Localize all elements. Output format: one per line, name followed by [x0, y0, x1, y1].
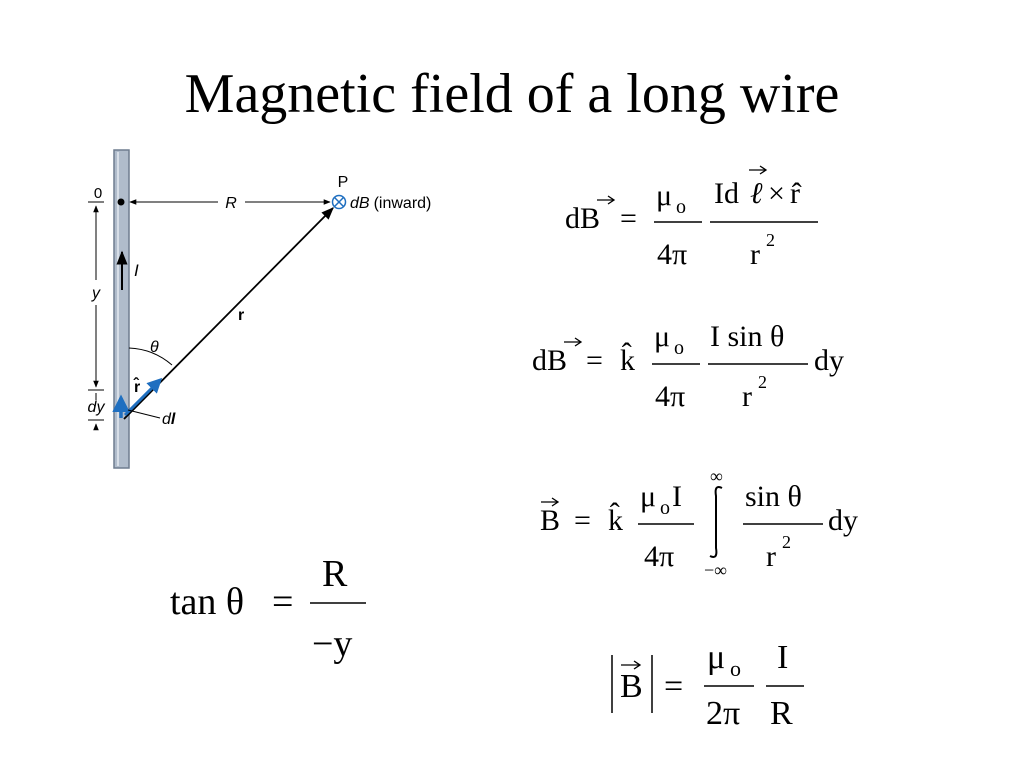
- eq5-equals: =: [664, 668, 683, 705]
- eq1-rhat: r̂: [790, 177, 802, 210]
- equation-4: tan θ = R −y: [170, 553, 366, 665]
- eq2-4pi: 4π: [655, 380, 685, 413]
- eq5-num-I: I: [777, 639, 788, 676]
- dl-label: dl: [162, 411, 176, 428]
- theta-arc: [128, 347, 173, 366]
- wire: [113, 149, 130, 469]
- eq3-dy: dy: [828, 504, 858, 537]
- eq3-den-sup: 2: [782, 532, 791, 552]
- eq1-ell-arrow: [749, 165, 768, 175]
- eq5-mu-sub: o: [730, 656, 741, 681]
- eq3-num: sin θ: [745, 480, 802, 513]
- eq1-den-r: r: [750, 238, 760, 271]
- eq5-B: B: [620, 668, 643, 705]
- eq1-cross: ×: [768, 177, 785, 210]
- eq2-den-r: r: [742, 380, 752, 413]
- dB-inward-label: dB(inward): [350, 195, 431, 212]
- eq4-den: −y: [312, 623, 352, 665]
- eq3-vector-arrow: [541, 497, 560, 507]
- eq1-equals: =: [620, 202, 637, 235]
- eq1-ell: ℓ: [750, 177, 763, 210]
- current-I-label: I: [134, 261, 139, 280]
- eq3-upper-limit: ∞: [710, 466, 723, 486]
- eq1-4pi: 4π: [657, 238, 687, 271]
- eq3-mu: μ: [640, 480, 656, 513]
- eq5-vector-arrow: [621, 660, 642, 670]
- eq2-vector-arrow: [564, 337, 583, 347]
- theta-label: θ: [150, 339, 159, 356]
- eq2-num: I sin θ: [710, 320, 784, 353]
- dy-label: dy: [88, 399, 106, 416]
- R-label: R: [225, 195, 237, 212]
- eq3-equals: =: [574, 504, 591, 537]
- eq2-mu-sub: o: [674, 337, 684, 359]
- r-vector: [123, 207, 334, 420]
- equation-2: dB = k̂ μ o 4π I sin θ r 2 dy: [532, 320, 844, 413]
- eq2-equals: =: [586, 344, 603, 377]
- eq5-2pi: 2π: [706, 695, 740, 732]
- equation-5: B = μ o 2π I R: [611, 639, 804, 732]
- eq1-lhs: dB: [565, 202, 600, 235]
- equation-1: dB = μ o 4π Id ℓ × r̂ r 2: [565, 165, 818, 271]
- wire-diagram: 0 R P dB(inward) y dy I r θ: [88, 149, 431, 469]
- origin-label: 0: [94, 185, 102, 202]
- eq2-lhs: dB: [532, 344, 567, 377]
- inward-field-icon: [331, 194, 347, 210]
- origin-dot: [117, 198, 125, 206]
- eq3-mu-sub: o: [660, 497, 670, 519]
- eq1-vector-arrow: [597, 195, 616, 205]
- point-P-label: P: [338, 174, 349, 191]
- eq3-I: I: [672, 480, 682, 513]
- dl-leader: [127, 409, 161, 419]
- eq1-den-sup: 2: [766, 230, 775, 250]
- eq2-mu: μ: [654, 320, 670, 353]
- eq1-mu: μ: [656, 179, 672, 212]
- eq5-mu: μ: [707, 639, 725, 676]
- eq3-den-r: r: [766, 540, 776, 573]
- eq4-lhs: tan θ: [170, 581, 244, 623]
- eq4-equals: =: [272, 581, 293, 623]
- eq3-lower-limit: −∞: [704, 560, 727, 580]
- eq2-dy: dy: [814, 344, 844, 377]
- eq3-4pi: 4π: [644, 540, 674, 573]
- eq3-khat: k̂: [608, 502, 623, 537]
- eq4-num: R: [322, 553, 348, 595]
- r-hat-label: r̂: [133, 376, 140, 396]
- integral-sign: [709, 486, 723, 558]
- r-label: r: [238, 307, 244, 324]
- eq5-den-R: R: [770, 695, 793, 732]
- equation-3: B = k̂ μ o I 4π ∞ −∞ sin θ r 2 dy: [540, 466, 858, 580]
- slide-title: Magnetic field of a long wire: [184, 63, 840, 125]
- eq3-lhs: B: [540, 504, 560, 537]
- r-hat-vector: [123, 377, 163, 417]
- eq1-num-Id: Id: [714, 177, 739, 210]
- eq2-den-sup: 2: [758, 372, 767, 392]
- y-label: y: [91, 285, 101, 302]
- eq1-mu-sub: o: [676, 196, 686, 218]
- eq2-khat: k̂: [620, 342, 635, 377]
